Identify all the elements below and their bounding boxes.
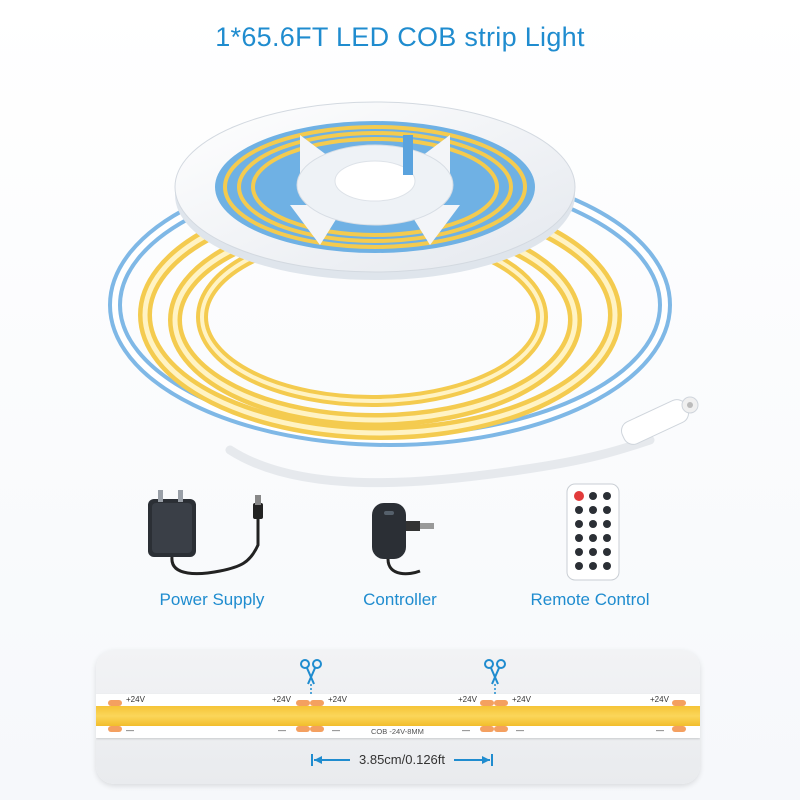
solder-pad <box>480 726 494 732</box>
solder-pad <box>480 700 494 706</box>
cob-led-band <box>96 706 700 726</box>
solder-pad <box>296 700 310 706</box>
solder-pad <box>296 726 310 732</box>
remote-control-label: Remote Control <box>530 590 650 609</box>
solder-pad <box>494 726 508 732</box>
scissors-icon <box>484 659 506 694</box>
minus-label: — <box>516 726 524 735</box>
minus-label: — <box>656 726 664 735</box>
plus-24v-label: +24V <box>458 695 477 704</box>
remote-icon <box>566 483 620 581</box>
minus-label: — <box>462 726 470 735</box>
solder-pad <box>494 700 508 706</box>
power-supply-label: Power Supply <box>159 590 265 609</box>
minus-label: — <box>278 726 286 735</box>
controller-label: Controller <box>363 590 437 609</box>
cob-strip: +24V +24V +24V +24V +24V +24V — — — — — … <box>96 694 700 738</box>
power-adapter-icon <box>148 490 263 576</box>
solder-pad <box>672 700 686 706</box>
plus-24v-label: +24V <box>126 695 145 704</box>
solder-pad <box>108 726 122 732</box>
scissors-icon <box>300 659 322 694</box>
plus-24v-label: +24V <box>328 695 347 704</box>
strip-code-label: COB -24V-8MM <box>371 727 424 736</box>
solder-pad <box>108 700 122 706</box>
cut-length-text: 3.85cm/0.126ft <box>359 752 445 767</box>
cut-length-dimension: 3.85cm/0.126ft <box>310 752 494 768</box>
page-title: 1*65.6FT LED COB strip Light <box>215 22 585 52</box>
led-reel-image <box>108 101 699 488</box>
solder-pad <box>672 726 686 732</box>
plus-24v-label: +24V <box>272 695 291 704</box>
solder-pad <box>310 700 324 706</box>
minus-label: — <box>332 726 340 735</box>
solder-pad <box>310 726 324 732</box>
plus-24v-label: +24V <box>512 695 531 704</box>
dimension-arrows <box>311 754 493 766</box>
strip-detail-panel: +24V +24V +24V +24V +24V +24V — — — — — … <box>96 650 700 784</box>
minus-label: — <box>126 726 134 735</box>
plus-24v-label: +24V <box>650 695 669 704</box>
controller-icon <box>372 503 434 576</box>
